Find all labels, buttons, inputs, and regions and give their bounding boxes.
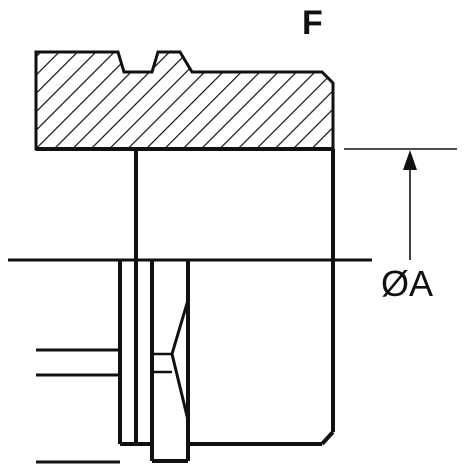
chamfer-lower bbox=[170, 353, 190, 421]
view-letter-label: F bbox=[302, 4, 323, 42]
diameter-dimension-label: ØA bbox=[381, 263, 434, 304]
sectioned-wall-hatch bbox=[34, 50, 335, 151]
body-bottom-chamfer bbox=[320, 430, 335, 446]
dimension-arrowhead bbox=[403, 150, 417, 170]
chamfer-upper bbox=[170, 299, 190, 355]
